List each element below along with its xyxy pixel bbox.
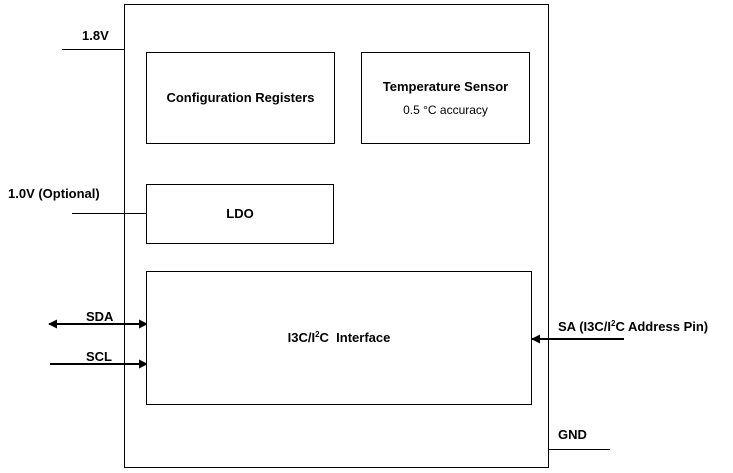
sa-address-pin-label: SA (I3C/I2C Address Pin) — [558, 319, 709, 334]
i3c-i2c-interface-title: I3C/I2C Interface — [287, 330, 391, 345]
temperature-sensor-block: Temperature Sensor 0.5 °C accuracy — [361, 52, 530, 144]
configuration-registers-title: Configuration Registers — [166, 90, 315, 105]
gnd-label: GND — [558, 427, 587, 442]
i3c-i2c-interface-block: I3C/I2C Interface — [146, 271, 532, 405]
sda-label: SDA — [86, 309, 114, 324]
vdd-optional-label: 1.0V (Optional) — [8, 186, 100, 201]
configuration-registers-block: Configuration Registers — [146, 52, 335, 144]
vdd-label: 1.8V — [82, 28, 109, 43]
scl-label: SCL — [86, 349, 112, 364]
temperature-sensor-accuracy: 0.5 °C accuracy — [403, 102, 488, 117]
temperature-sensor-title: Temperature Sensor — [382, 78, 509, 94]
ldo-block: LDO — [146, 184, 334, 244]
ldo-title: LDO — [226, 206, 254, 221]
